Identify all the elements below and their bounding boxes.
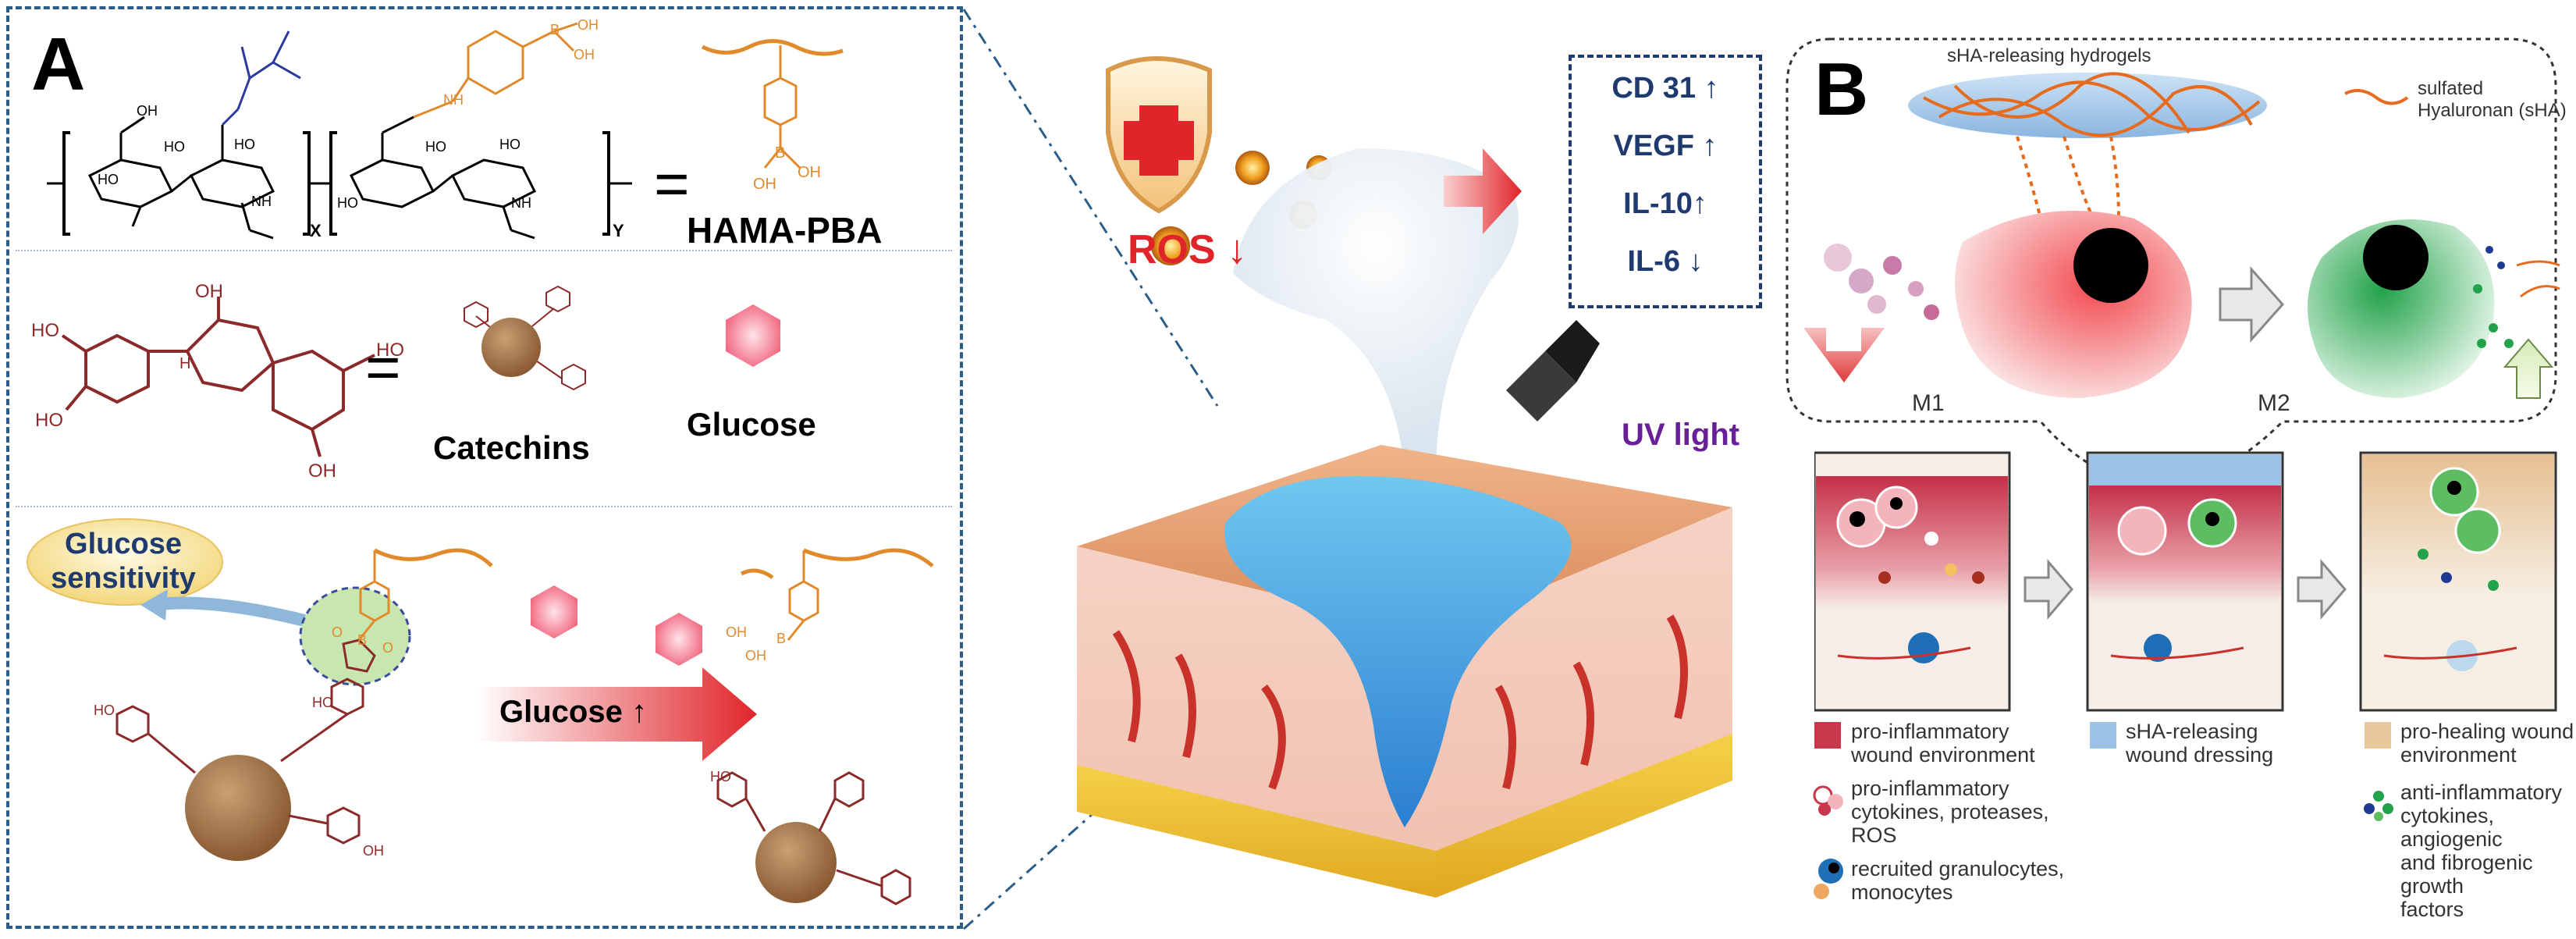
m2-label: M2	[2258, 390, 2290, 416]
legend-anti-inflam-line-3: and fibrogenic growth	[2400, 851, 2533, 898]
marker-il6: IL-6 ↓	[1627, 245, 1704, 278]
legend-inflam-env-line-2: wound environment	[1851, 743, 2035, 766]
legend-anti-inflam-icon	[2364, 791, 2393, 821]
glucose-sensitivity-label: Glucose sensitivity	[45, 527, 201, 596]
legend-granulocytes-line-2: monocytes	[1851, 880, 1953, 904]
catechins-label: Catechins	[433, 429, 590, 466]
legend-granulocyte-icon	[1814, 859, 1843, 899]
cat-label-oh-2: OH	[308, 461, 336, 482]
legend-cytokines-line-3: ROS	[1851, 823, 1897, 847]
atom-label-oh-4: OH	[753, 176, 776, 193]
legend-dressing: sHA-releasing wound dressing	[2126, 720, 2273, 766]
atom-label-oh-3: OH	[574, 47, 595, 62]
legend-granulocytes-line-1: recruited granulocytes,	[1851, 857, 2065, 880]
legend-cytokine-icon	[1813, 785, 1843, 816]
cat-label-ho-1: HO	[31, 320, 59, 341]
ros-decrease-label: ROS ↓	[1128, 227, 1248, 272]
mech-label-o-2: O	[382, 640, 394, 656]
atom-label-ho-6: HO	[499, 137, 521, 152]
atom-label-oh-2: OH	[577, 17, 599, 33]
legend-healing-env: pro-healing wound environment	[2400, 720, 2574, 766]
panel-b-letter: B	[1814, 48, 1869, 131]
marker-vegf: VEGF ↑	[1613, 130, 1718, 162]
wound-stage-panels	[1814, 451, 2557, 712]
mech-label-ho-prod: HO	[710, 769, 731, 784]
hydrogel-title: sHA-releasing hydrogels	[1947, 45, 2151, 66]
legend-healing-env-line-1: pro-healing wound	[2400, 720, 2574, 743]
marker-il10: IL-10↑	[1623, 187, 1707, 220]
atom-label-b-2: B	[775, 144, 786, 162]
atom-label-nh-1: NH	[251, 194, 272, 209]
cat-label-ho-3: HO	[376, 340, 404, 361]
glucose-sensitivity-mechanism	[27, 518, 934, 905]
marker-cd31: CD 31 ↑	[1611, 72, 1719, 105]
atom-label-ho-1: HO	[98, 172, 119, 187]
legend-dressing-line-1: sHA-releasing	[2126, 720, 2258, 743]
sha-legend-line-1: sulfated	[2418, 78, 2484, 99]
atom-label-nh-2: NH	[443, 92, 464, 108]
mech-label-o-1: O	[332, 624, 343, 640]
legend-swatch-inflam	[1814, 722, 1841, 749]
mech-label-oh-prod-2: OH	[745, 648, 766, 663]
mech-label-b-prod: B	[776, 631, 787, 646]
panel-a-frame	[6, 6, 963, 929]
atom-label-nh-3: NH	[511, 195, 531, 211]
glucose-sensitivity-line-1: Glucose	[65, 528, 182, 560]
cat-label-h-1: H	[179, 355, 191, 372]
mech-label-oh-prod-1: OH	[726, 624, 747, 640]
legend-swatch-healing	[2365, 722, 2391, 749]
glucose-hexagon-icon	[726, 304, 780, 367]
atom-label-b-1: B	[550, 22, 560, 37]
cat-label-oh-1: OH	[195, 281, 223, 302]
hama-pba-structure	[47, 22, 844, 240]
atom-label-ho-2: HO	[164, 139, 185, 155]
atom-label-oh-1: OH	[137, 103, 158, 119]
atom-label-ho-3: HO	[234, 137, 255, 152]
glucose-label: Glucose	[687, 406, 816, 443]
m1-label: M1	[1912, 390, 1945, 416]
wound-skin-illustration	[1077, 56, 1732, 898]
mech-label-b: B	[357, 632, 368, 648]
atom-label-ho-4: HO	[337, 195, 358, 211]
cat-label-ho-2: HO	[35, 410, 63, 431]
hydrogel-macrophage-scheme	[1785, 37, 2560, 486]
legend-cytokines-line-2: cytokines, proteases,	[1851, 800, 2049, 823]
legend-dressing-line-2: wound dressing	[2126, 743, 2274, 766]
legend-swatch-dressing	[2090, 722, 2116, 749]
catechin-particle-icon	[464, 285, 586, 391]
mech-label-ho-1: HO	[94, 702, 115, 718]
legend-anti-inflam-line-1: anti-inflammatory	[2400, 781, 2563, 804]
uv-light-label: UV light	[1622, 418, 1740, 452]
legend-anti-inflam-line-4: factors	[2400, 898, 2464, 921]
catechin-structure	[61, 297, 375, 457]
legend-healing-env-line-2: environment	[2400, 743, 2517, 766]
equals-sign-1: =	[654, 149, 690, 218]
panel-a-separator-2	[16, 506, 952, 507]
equals-sign-2: =	[365, 333, 401, 401]
mech-label-ho-2: HO	[312, 695, 333, 710]
atom-label-oh-5: OH	[798, 164, 821, 181]
legend-anti-inflam: anti-inflammatory cytokines, angiogenic …	[2400, 781, 2576, 921]
marker-box: CD 31 ↑ VEGF ↑ IL-10↑ IL-6 ↓	[1569, 55, 1762, 308]
legend-granulocytes: recruited granulocytes, monocytes	[1851, 857, 2064, 904]
legend-anti-inflam-line-2: cytokines, angiogenic	[2400, 804, 2503, 851]
panel-a-separator-1	[16, 250, 952, 251]
legend-cytokines-line-1: pro-inflammatory	[1851, 777, 2009, 800]
atom-label-ho-5: HO	[425, 139, 446, 155]
polymer-subscript-x: X	[310, 221, 322, 240]
glucose-sensitivity-line-2: sensitivity	[51, 562, 196, 595]
polymer-subscript-y: Y	[613, 221, 624, 240]
panel-a-letter: A	[31, 23, 86, 106]
legend-cytokines: pro-inflammatory cytokines, proteases, R…	[1851, 777, 2049, 847]
legend-inflam-env-line-1: pro-inflammatory	[1851, 720, 2009, 743]
glucose-increase-label: Glucose ↑	[499, 695, 647, 729]
sha-legend-line-2: Hyaluronan (sHA)	[2418, 100, 2567, 121]
hama-pba-label: HAMA-PBA	[687, 210, 883, 251]
legend-inflam-env: pro-inflammatory wound environment	[1851, 720, 2035, 766]
sha-legend-label: sulfated Hyaluronan (sHA)	[2418, 78, 2567, 122]
mech-label-oh-1: OH	[363, 843, 384, 859]
